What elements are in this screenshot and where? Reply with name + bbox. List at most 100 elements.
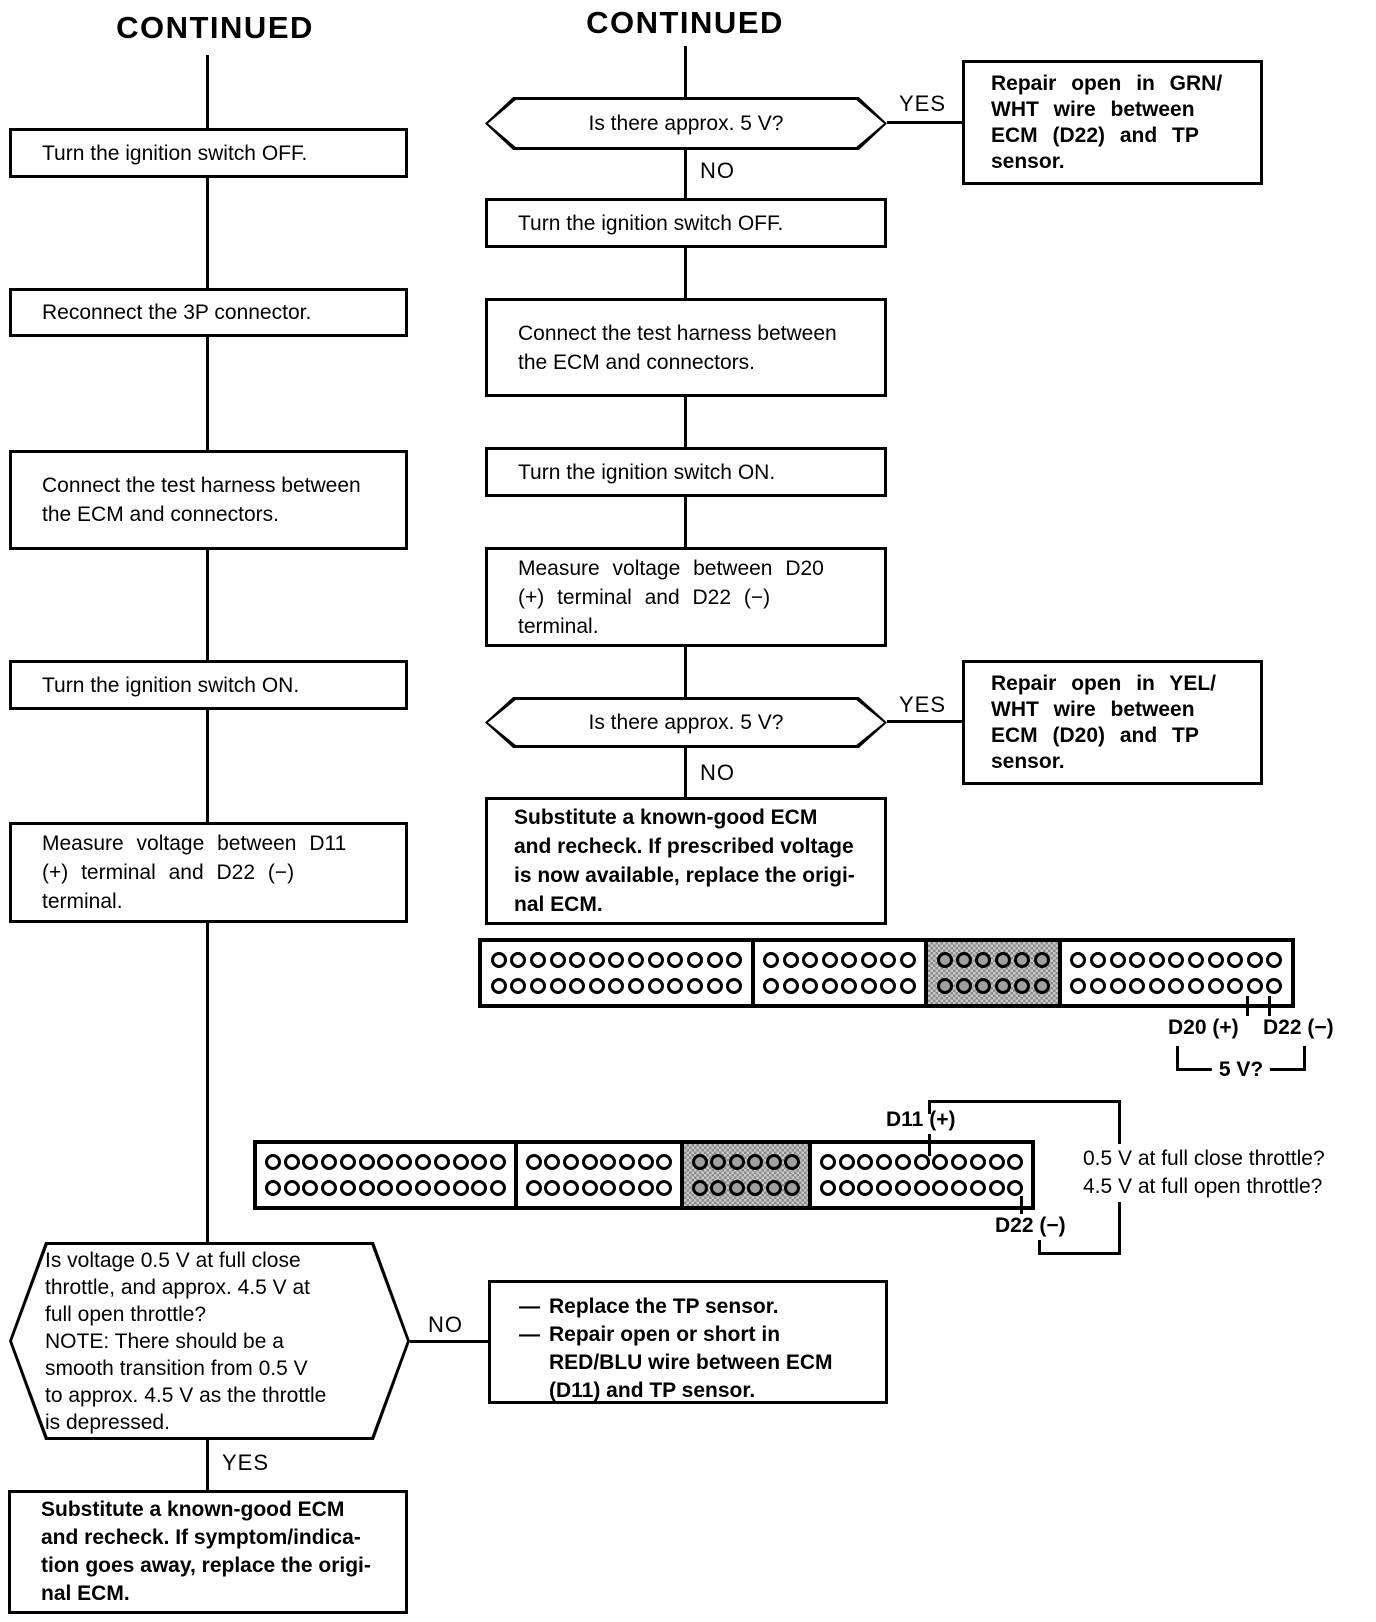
pin-hole xyxy=(339,1179,356,1196)
pin-hole xyxy=(549,977,566,994)
pin-hole xyxy=(899,977,916,994)
pin-hole xyxy=(1207,952,1224,969)
pin-hole xyxy=(525,1179,542,1196)
pin-hole xyxy=(1070,952,1087,969)
pin-hole xyxy=(969,1154,986,1171)
pin-leader-d20 xyxy=(1246,996,1249,1016)
bracket-tick-d22 xyxy=(1038,1240,1041,1252)
step-measure-d20: Measure voltage between D20 (+) terminal… xyxy=(485,547,887,647)
yes-label-bottom: YES xyxy=(222,1450,270,1475)
pin-hole xyxy=(802,977,819,994)
connector-section xyxy=(1061,942,1291,1004)
pin-hole xyxy=(637,1179,654,1196)
pin-hole xyxy=(710,1179,727,1196)
pin-hole xyxy=(562,1179,579,1196)
pin-hole xyxy=(913,1179,930,1196)
pin-hole xyxy=(544,1179,561,1196)
pin-hole xyxy=(490,1179,507,1196)
pin-hole xyxy=(821,952,838,969)
pin-row xyxy=(523,1154,675,1171)
repair-yel-wht-box: Repair open in YEL/ WHT wire between ECM… xyxy=(962,660,1263,785)
continued-header-right: CONTINUED xyxy=(586,5,784,40)
pin-hole xyxy=(562,1154,579,1171)
pin-row xyxy=(933,977,1053,994)
pin-hole xyxy=(667,977,684,994)
pin-hole xyxy=(510,952,527,969)
pin-row xyxy=(760,952,919,969)
dash-bullet: — xyxy=(519,1323,540,1346)
pin-hole xyxy=(1168,952,1185,969)
pin-hole xyxy=(377,1154,394,1171)
pin-row xyxy=(1067,977,1286,994)
pin-label-d22-upper: D22 (−) xyxy=(1263,1016,1334,1039)
pin-row xyxy=(689,1154,803,1171)
pin-hole xyxy=(1129,977,1146,994)
yes-label-1: YES xyxy=(899,91,947,116)
pin-hole xyxy=(860,977,877,994)
pin-hole xyxy=(1266,977,1283,994)
pin-hole xyxy=(975,952,992,969)
pin-row xyxy=(262,1179,509,1196)
no-label-bottom: NO xyxy=(428,1312,463,1337)
pin-hole xyxy=(706,952,723,969)
pin-hole xyxy=(618,1179,635,1196)
flow-line xyxy=(206,55,209,128)
pin-hole xyxy=(452,1179,469,1196)
pin-hole xyxy=(841,952,858,969)
pin-hole xyxy=(936,952,953,969)
pin-hole xyxy=(728,1179,745,1196)
pin-hole xyxy=(857,1154,874,1171)
flow-line xyxy=(684,497,687,547)
replace-tp-sensor-box: — Replace the TP sensor. — Repair open o… xyxy=(488,1280,888,1404)
pin-hole xyxy=(838,1154,855,1171)
pin-hole xyxy=(802,952,819,969)
pin-hole xyxy=(358,1154,375,1171)
no-branch-line xyxy=(410,1340,488,1343)
pin-hole xyxy=(747,1179,764,1196)
pin-hole xyxy=(667,952,684,969)
pin-hole xyxy=(1090,952,1107,969)
connector-section xyxy=(754,942,929,1004)
pin-hole xyxy=(1266,952,1283,969)
pin-hole xyxy=(784,1179,801,1196)
repair-grn-wht-box: Repair open in GRN/ WHT wire between ECM… xyxy=(962,60,1263,185)
pin-hole xyxy=(490,977,507,994)
pin-hole xyxy=(1168,977,1185,994)
pin-hole xyxy=(588,977,605,994)
pin-hole xyxy=(647,952,664,969)
step-ignition-off-left: Turn the ignition switch OFF. xyxy=(9,128,408,178)
pin-hole xyxy=(1188,952,1205,969)
pin-hole xyxy=(860,952,877,969)
pin-label-d11: D11 (+) xyxy=(886,1108,956,1131)
pin-hole xyxy=(321,1179,338,1196)
pin-hole xyxy=(264,1154,281,1171)
no-label-2: NO xyxy=(700,760,735,785)
ecm-connector-upper xyxy=(478,938,1295,1008)
connector-section xyxy=(518,1144,684,1206)
pin-hole xyxy=(782,977,799,994)
pin-hole xyxy=(525,1154,542,1171)
pin-hole xyxy=(784,1154,801,1171)
pin-hole xyxy=(600,1179,617,1196)
voltage-bracket-5v: 5 V? xyxy=(1176,1046,1306,1082)
pin-hole xyxy=(647,977,664,994)
flow-line xyxy=(206,710,209,822)
pin-hole xyxy=(656,1154,673,1171)
pin-row xyxy=(487,977,746,994)
pin-hole xyxy=(321,1154,338,1171)
pin-hole xyxy=(932,1154,949,1171)
step-connect-harness-right: Connect the test harness between the ECM… xyxy=(485,298,887,397)
flow-line xyxy=(684,748,687,797)
action-item-2: — Repair open or short in RED/BLU wire b… xyxy=(519,1321,873,1405)
pin-hole xyxy=(1007,1179,1024,1196)
step-connect-harness-left: Connect the test harness between the ECM… xyxy=(9,450,408,550)
pin-hole xyxy=(618,1154,635,1171)
flow-line xyxy=(684,150,687,198)
pin-hole xyxy=(1014,977,1031,994)
connector-section-shaded xyxy=(684,1144,812,1206)
pin-hole xyxy=(637,1154,654,1171)
dash-bullet: — xyxy=(519,1295,540,1318)
pin-hole xyxy=(691,1154,708,1171)
pin-hole xyxy=(1090,977,1107,994)
flow-line xyxy=(206,337,209,450)
